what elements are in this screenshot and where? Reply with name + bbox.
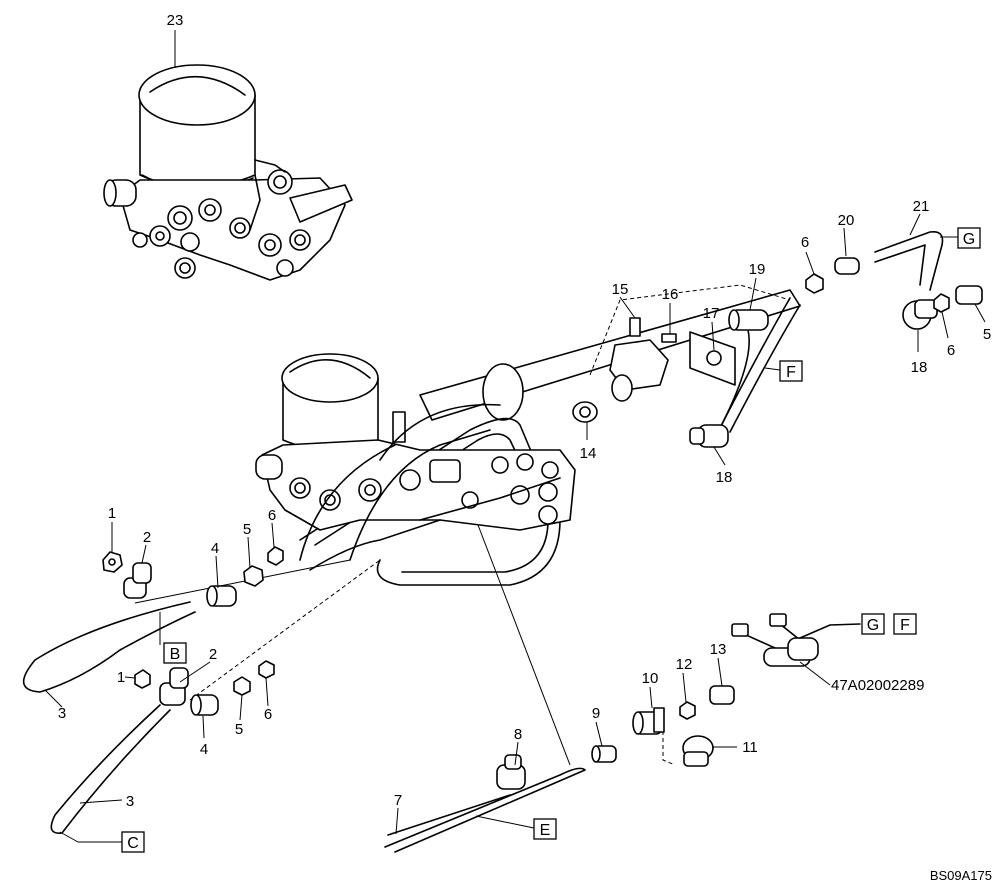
nut-6-right (933, 293, 950, 313)
callout-17: 17 (703, 305, 720, 322)
main-valve-assembly (255, 289, 801, 586)
fitting-14 (572, 401, 598, 423)
ref-box-G-top: G (957, 227, 981, 249)
callout-2-lower: 2 (209, 646, 217, 663)
svg-text:E: E (540, 822, 551, 839)
fitting-9 (591, 745, 617, 763)
svg-text:F: F (900, 617, 910, 634)
elbow-18-upper (902, 299, 938, 330)
nut-5-lower (233, 676, 251, 696)
callout-23: 23 (167, 12, 184, 29)
fitting-20 (834, 257, 860, 275)
tee-fitting-8 (496, 754, 526, 790)
nut-6-upper (267, 546, 284, 566)
fitting-13 (709, 685, 735, 705)
fitting-19 (728, 309, 769, 331)
callout-numbers: 23 21 20 6 19 15 16 17 18 6 5 14 18 1 2 … (58, 12, 991, 810)
elbow-2-lower (159, 667, 189, 706)
callout-6-upper: 6 (268, 507, 276, 524)
callout-6-top: 6 (801, 234, 809, 251)
callout-1-lower: 1 (117, 669, 125, 686)
bracket-17 (689, 331, 736, 386)
ref-box-G-right: G (861, 613, 885, 635)
svg-text:G: G (867, 617, 879, 634)
connector-47A02002289 (731, 613, 861, 667)
ref-box-F-mid: F (779, 360, 803, 382)
svg-text:F: F (786, 364, 796, 381)
callout-21: 21 (913, 198, 930, 215)
nut-6-top (805, 273, 824, 294)
fitting-4-upper (206, 585, 237, 607)
air-dryer-assembly-23 (103, 64, 353, 281)
leader-lines (44, 30, 986, 843)
ref-box-E: E (533, 818, 557, 840)
callout-18-upper: 18 (911, 359, 928, 376)
callout-8: 8 (514, 726, 522, 743)
callout-5-upper: 5 (243, 521, 251, 538)
elbow-2-upper (123, 562, 152, 599)
svg-text:G: G (963, 231, 975, 248)
callout-13: 13 (710, 641, 727, 658)
nut-6-lower (258, 660, 275, 679)
ref-box-F-right: F (893, 613, 917, 635)
nut-1-upper (102, 551, 123, 573)
callout-7: 7 (394, 792, 402, 809)
svg-text:B: B (170, 646, 181, 663)
reference-boxes: G F B C E G F (121, 227, 981, 853)
callout-10: 10 (642, 670, 659, 687)
ref-box-B: B (163, 642, 187, 664)
callout-3-upper: 3 (58, 705, 66, 722)
fittings (102, 257, 983, 790)
callout-6-lower: 6 (264, 706, 272, 723)
hose-lines (22, 230, 944, 853)
callout-4-upper: 4 (211, 540, 219, 557)
fitting-11 (682, 735, 714, 767)
callout-9: 9 (592, 705, 600, 722)
nut-1-lower (134, 669, 151, 689)
callout-16: 16 (662, 286, 679, 303)
part-number-label: 47A02002289 (831, 677, 924, 694)
nut-12 (679, 701, 696, 720)
fitting-15 (609, 317, 669, 402)
fitting-4-lower (190, 694, 219, 716)
callout-14: 14 (580, 445, 597, 462)
callout-12: 12 (676, 656, 693, 673)
callout-2-upper: 2 (143, 529, 151, 546)
callout-3-lower: 3 (126, 793, 134, 810)
callout-4-lower: 4 (200, 741, 208, 758)
nut-5-upper (243, 565, 264, 587)
callout-11: 11 (742, 739, 758, 756)
svg-text:C: C (127, 835, 139, 852)
elbow-18-lower (689, 424, 729, 448)
callout-19: 19 (749, 261, 766, 278)
callout-1-upper: 1 (108, 505, 116, 522)
callout-5-lower: 5 (235, 721, 243, 738)
callout-20: 20 (838, 212, 855, 229)
fitting-10 (632, 707, 665, 735)
screw-16 (661, 333, 677, 343)
callout-6-right: 6 (947, 342, 955, 359)
callout-15: 15 (612, 281, 629, 298)
callout-5-right: 5 (983, 326, 991, 343)
fitting-5-right (955, 285, 983, 305)
drawing-code: BS09A175 (930, 868, 992, 883)
callout-18-lower: 18 (716, 469, 733, 486)
ref-box-C: C (121, 831, 145, 853)
